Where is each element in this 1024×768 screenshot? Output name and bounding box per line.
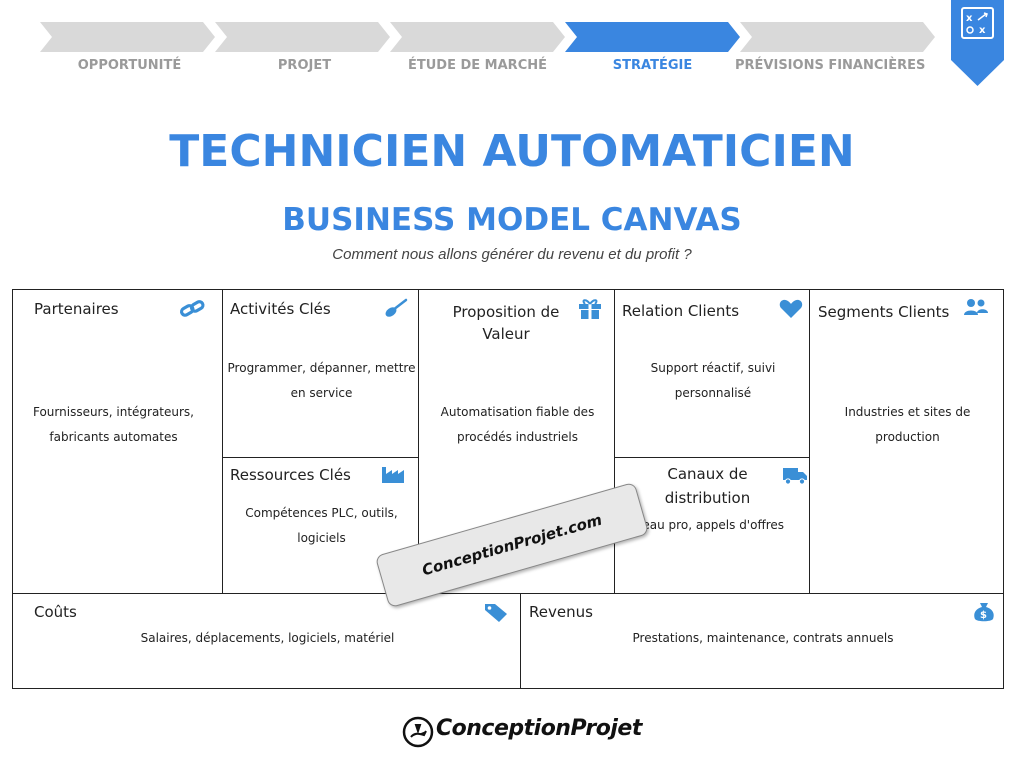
revenues-title: Revenus <box>529 603 593 621</box>
key-activities-text-line-2: en service <box>290 386 353 400</box>
customer-segments-title: Segments Clients <box>818 303 950 321</box>
customer-segments-text-line-2: production <box>875 430 940 444</box>
customer-relationships-title: Relation Clients <box>622 302 740 320</box>
value-proposition-title-line-2: Valeur <box>482 325 530 343</box>
partners-title: Partenaires <box>34 300 119 318</box>
svg-text:x: x <box>966 13 973 24</box>
channels-title-line-1: Canaux de <box>667 465 748 483</box>
key-resources-title: Ressources Clés <box>230 466 351 484</box>
revenues-box: Revenus $ Prestations, maintenance, cont… <box>520 593 1004 689</box>
value-proposition-text-line-1: Automatisation fiable des <box>440 405 595 419</box>
costs-box: Coûts Salaires, déplacements, logiciels,… <box>12 593 521 689</box>
step-arrow-3[interactable] <box>390 22 565 52</box>
business-model-canvas: Partenaires Fournisseurs, intégrateurs, … <box>12 289 1004 689</box>
channels-text-line-1: Réseau pro, appels d'offres <box>620 518 785 532</box>
customer-relationships-text-line-1: Support réactif, suivi <box>650 361 776 375</box>
key-activities-text-line-1: Programmer, dépanner, mettre <box>227 361 416 375</box>
step-arrow-5[interactable] <box>740 22 935 52</box>
costs-text-line-1: Salaires, déplacements, logiciels, matér… <box>140 631 395 645</box>
footer-brand[interactable]: ConceptionProjet <box>436 716 642 741</box>
step-arrow-4[interactable] <box>565 22 740 52</box>
step-label-strategie[interactable]: STRATÉGIE <box>612 58 693 73</box>
step-label-projet[interactable]: PROJET <box>277 58 332 73</box>
channels-title-line-2: distribution <box>664 489 751 507</box>
gift-icon <box>579 299 601 319</box>
page-title: TECHNICIEN AUTOMATICIEN <box>169 126 855 177</box>
svg-text:x: x <box>979 25 986 36</box>
link-icon <box>179 300 205 317</box>
partners-text-line-2: fabricants automates <box>49 430 178 444</box>
money-bag-icon: $ <box>974 603 994 622</box>
step-label-previsions-financieres[interactable]: PRÉVISIONS FINANCIÈRES <box>735 58 926 73</box>
strategy-bookmark-icon: x x <box>951 0 1004 86</box>
revenues-text-line-1: Prestations, maintenance, contrats annue… <box>632 631 894 645</box>
partners-text-line-1: Fournisseurs, intégrateurs, <box>32 405 194 419</box>
page-tagline: Comment nous allons générer du revenu et… <box>332 246 692 263</box>
step-arrow-2[interactable] <box>215 22 390 52</box>
key-activities-box: Activités Clés Programmer, dépanner, met… <box>222 289 419 458</box>
users-icon <box>964 299 988 315</box>
factory-icon <box>382 467 404 483</box>
key-resources-text-line-1: Compétences PLC, outils, <box>245 506 398 520</box>
heart-icon <box>779 299 803 318</box>
step-label-etude-de-marche[interactable]: ÉTUDE DE MARCHÉ <box>407 58 547 73</box>
customer-segments-box: Segments Clients Industries et sites de … <box>809 289 1004 594</box>
tag-icon <box>485 604 507 622</box>
key-activities-title: Activités Clés <box>230 300 331 318</box>
value-proposition-text-line-2: procédés industriels <box>456 430 579 444</box>
brand-logo-icon <box>402 716 434 748</box>
customer-relationships-box: Relation Clients Support réactif, suivi … <box>614 289 810 458</box>
partners-box: Partenaires Fournisseurs, intégrateurs, … <box>12 289 223 594</box>
customer-relationships-text-line-2: personnalisé <box>674 386 752 400</box>
step-label-opportunite[interactable]: OPPORTUNITÉ <box>77 58 182 73</box>
svg-text:$: $ <box>980 610 987 621</box>
costs-title: Coûts <box>34 603 77 621</box>
page-subtitle: BUSINESS MODEL CANVAS <box>282 202 742 238</box>
customer-segments-text-line-1: Industries et sites de <box>844 405 971 419</box>
key-resources-text-line-2: logiciels <box>297 531 346 545</box>
step-arrow-1[interactable] <box>40 22 215 52</box>
truck-icon <box>783 468 807 485</box>
progress-steps <box>40 22 935 52</box>
shovel-icon <box>385 298 408 317</box>
value-proposition-title-line-1: Proposition de <box>452 303 560 321</box>
